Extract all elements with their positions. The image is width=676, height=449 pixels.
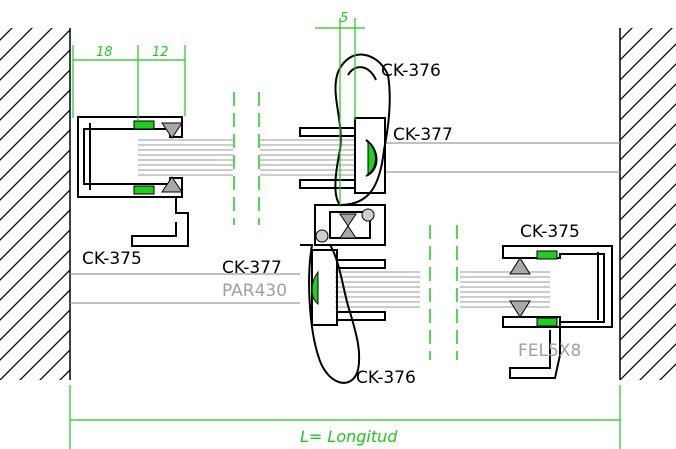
label-par430: PAR430 xyxy=(222,281,287,301)
right-frame-profile xyxy=(502,245,613,379)
top-sash-profile xyxy=(299,53,391,207)
top-glass-pane xyxy=(138,139,355,176)
dimension-18: 18 xyxy=(96,45,113,60)
label-ck375-left: CK-375 xyxy=(82,249,142,269)
label-ck375-right: CK-375 xyxy=(520,222,580,242)
total-length-label: L= Longitud xyxy=(300,427,398,446)
bottom-sash-gasket xyxy=(311,270,319,306)
right-wall xyxy=(619,28,676,380)
top-sash-gasket xyxy=(367,140,376,175)
label-ck376-top: CK-376 xyxy=(381,61,441,81)
right-frame-gaskets xyxy=(509,250,558,327)
label-ck377-top: CK-377 xyxy=(393,125,453,145)
dimension-12: 12 xyxy=(152,45,169,60)
label-ck376-bottom: CK-376 xyxy=(356,368,416,388)
wall-reference-lines xyxy=(70,142,620,304)
dimension-lines xyxy=(69,18,621,449)
left-frame-profile xyxy=(77,116,189,247)
bottom-glass-pane xyxy=(335,271,550,308)
label-fel5x8: FEL5X8 xyxy=(518,341,581,361)
break-lines xyxy=(233,92,458,360)
left-wall xyxy=(0,28,71,380)
dimension-5: 5 xyxy=(340,11,348,26)
bottom-sash-profile xyxy=(300,244,386,384)
interlock-center xyxy=(314,204,386,246)
label-ck377-mid: CK-377 xyxy=(222,258,282,278)
left-frame-gaskets xyxy=(133,120,183,195)
